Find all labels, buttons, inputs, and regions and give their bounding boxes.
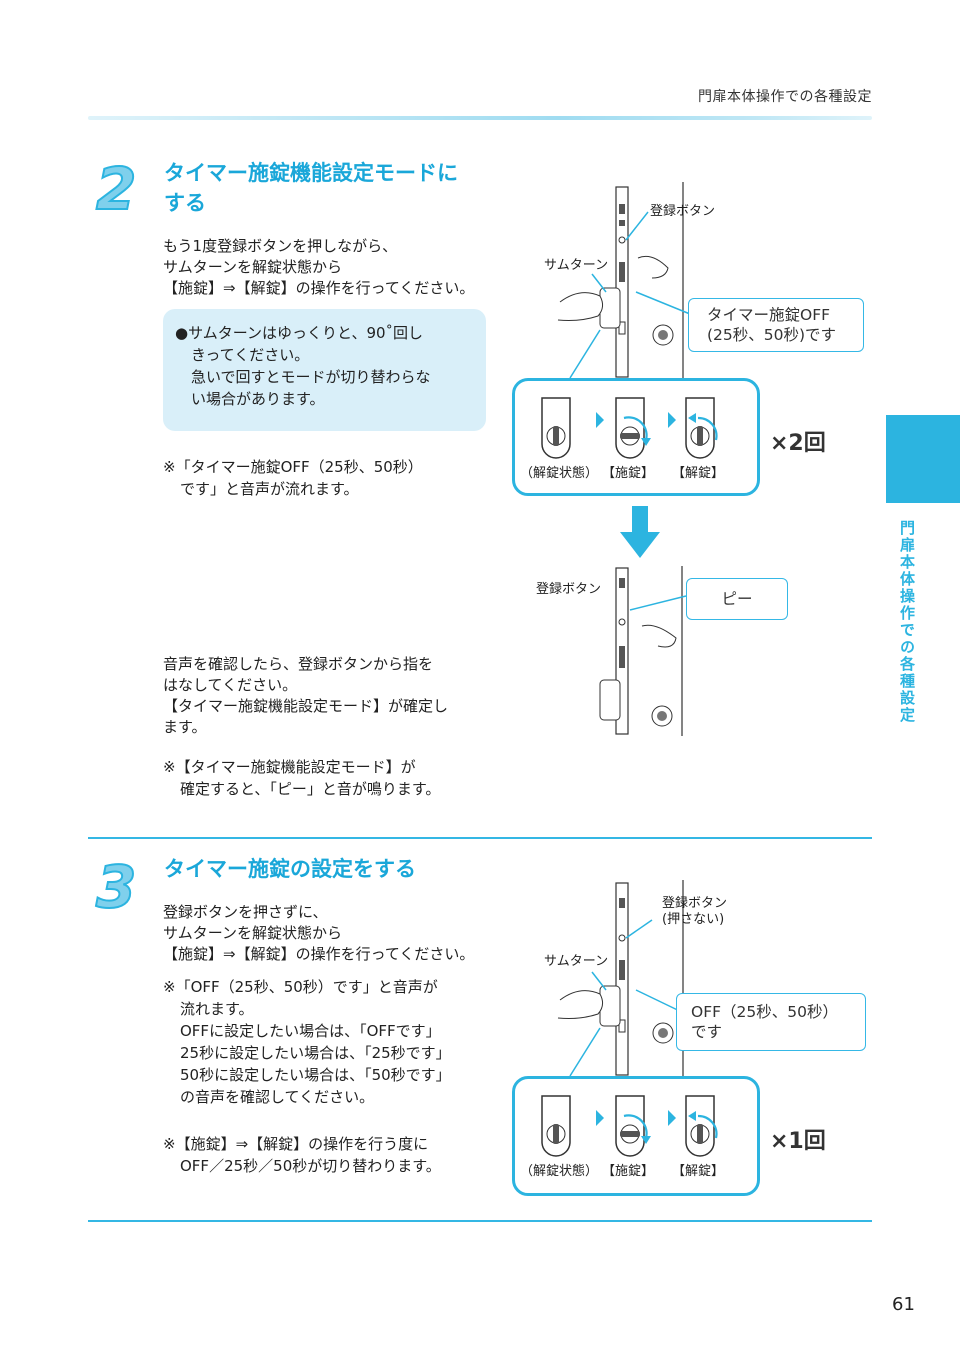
step-3-body-line: 【施錠】⇒【解錠】の操作を行ってください。: [163, 945, 475, 963]
side-tab-block: [886, 415, 960, 503]
header-rule: [88, 116, 872, 120]
callout-line: い場合があります。: [191, 390, 325, 408]
body2-line: ます。: [163, 718, 207, 736]
section-divider: [88, 837, 872, 839]
body2-line: 音声を確認したら、登録ボタンから指を: [163, 655, 434, 673]
body2-line: 【タイマー施錠機能設定モード】が確定し: [163, 697, 449, 715]
step-2-label-register-button-2: 登録ボタン: [536, 582, 602, 597]
bubble-line: (25秒、50秒)です: [707, 326, 837, 344]
step-2-label-register-button: 登録ボタン: [650, 204, 716, 219]
step-2-label-thumbturn: サムターン: [544, 258, 609, 273]
step-3-body-line: 登録ボタンを押さずに、: [163, 903, 328, 921]
step-2-number: 2: [95, 155, 137, 223]
note2-line: 確定すると、「ピー」と音が鳴ります。: [180, 780, 441, 798]
bubble-line: OFF（25秒、50秒）: [691, 1003, 838, 1021]
step-2-note2: ※【タイマー施錠機能設定モード】が 確定すると、「ピー」と音が鳴ります。: [163, 756, 440, 800]
callout-line: きってください。: [191, 346, 310, 364]
step-2-callout: ●サムターンはゆっくりと、90˚回し きってください。 急いで回すとモードが切り…: [163, 309, 486, 431]
callout-line: 急いで回すとモードが切り替わらな: [191, 368, 431, 386]
step-2-voice-bubble: タイマー施錠OFF (25秒、50秒)です: [688, 298, 864, 352]
step-3-caption-lock: 【施錠】: [602, 1164, 655, 1179]
note2-line: ※【施錠】⇒【解錠】の操作を行う度に: [163, 1135, 429, 1153]
step-3-voice-bubble: OFF（25秒、50秒） です: [676, 993, 866, 1051]
step-2-note: ※「タイマー施錠OFF（25秒、50秒） です」と音声が流れます。: [163, 456, 423, 500]
step-2-caption-unlock: 【解錠】: [672, 466, 725, 481]
step-2-door-illustration: [557, 182, 691, 382]
step-2-title-line1: タイマー施錠機能設定モードに: [164, 161, 458, 185]
page-number: 61: [892, 1294, 915, 1315]
note-line: 流れます。: [180, 1000, 254, 1018]
section-divider-bottom: [88, 1220, 872, 1222]
note-line: ※「OFF（25秒、50秒）です」と音声が: [163, 978, 438, 996]
body2-line: はなしてください。: [163, 676, 298, 694]
step-2-beep-bubble: ピー: [686, 578, 788, 620]
step-2-title-line2: する: [164, 191, 206, 215]
bubble-line: です: [691, 1023, 723, 1041]
step-2-body2: 音声を確認したら、登録ボタンから指を はなしてください。 【タイマー施錠機能設定…: [163, 654, 448, 738]
note2-line: ※【タイマー施錠機能設定モード】が: [163, 758, 416, 776]
step-3-note2: ※【施錠】⇒【解錠】の操作を行う度に OFF／25秒／50秒が切り替わります。: [163, 1133, 441, 1177]
step-3-lock-sequence: [541, 1095, 718, 1157]
step-2-door-illustration-2: [599, 566, 687, 736]
side-tab-label: 門扉本体操作での各種設定: [898, 520, 916, 724]
callout-line: ●サムターンはゆっくりと、90˚回し: [175, 324, 424, 342]
note-line: 50秒に設定したい場合は、「50秒です」: [180, 1066, 451, 1084]
page-header-title: 門扉本体操作での各種設定: [698, 89, 872, 105]
step-2-caption-lock: 【施錠】: [602, 466, 655, 481]
step-3-note: ※「OFF（25秒、50秒）です」と音声が 流れます。 OFFに設定したい場合は…: [163, 976, 451, 1108]
step-2-body-line: 【施錠】⇒【解錠】の操作を行ってください。: [163, 279, 475, 297]
step-3-title: タイマー施錠の設定をする: [164, 857, 416, 881]
note-line: です」と音声が流れます。: [180, 480, 359, 498]
step-3-number: 3: [95, 853, 137, 921]
down-arrow-icon: [620, 506, 660, 558]
step-2-body-line: サムターンを解錠状態から: [163, 258, 342, 276]
step-2-caption-unlocked: （解錠状態）: [520, 466, 599, 481]
note-line: OFFに設定したい場合は、「OFFです」: [180, 1022, 441, 1040]
step-2-lock-sequence: [541, 397, 718, 459]
step-3-label-register-button: 登録ボタン (押さない): [662, 896, 727, 928]
label-line: 登録ボタン: [662, 896, 728, 911]
step-3-body-line: サムターンを解錠状態から: [163, 924, 342, 942]
note-line: ※「タイマー施錠OFF（25秒、50秒）: [163, 458, 423, 476]
note-line: の音声を確認してください。: [180, 1088, 375, 1106]
bubble-line: タイマー施錠OFF: [707, 306, 831, 324]
step-3-body: 登録ボタンを押さずに、 サムターンを解錠状態から 【施錠】⇒【解錠】の操作を行っ…: [163, 902, 474, 965]
step-3-repeat-count: ×1回: [770, 1129, 826, 1154]
step-3-caption-unlocked: （解錠状態）: [520, 1164, 599, 1179]
step-2-repeat-count: ×2回: [770, 431, 826, 456]
step-3-label-thumbturn: サムターン: [544, 954, 609, 969]
label-line: (押さない): [662, 912, 725, 927]
note2-line: OFF／25秒／50秒が切り替わります。: [180, 1157, 441, 1175]
step-2-body-line: もう1度登録ボタンを押しながら、: [163, 237, 398, 255]
step-2-body: もう1度登録ボタンを押しながら、 サムターンを解錠状態から 【施錠】⇒【解錠】の…: [163, 236, 474, 299]
step-3-caption-unlock: 【解錠】: [672, 1164, 725, 1179]
note-line: 25秒に設定したい場合は、「25秒です」: [180, 1044, 451, 1062]
